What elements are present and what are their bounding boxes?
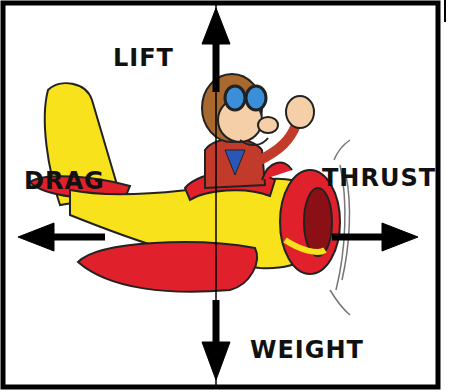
- force-label: THRUST: [322, 166, 436, 190]
- pilot-smile: [240, 138, 268, 145]
- engine-intake: [304, 188, 332, 256]
- force-label: WEIGHT: [250, 338, 364, 362]
- weight-arrow-head: [202, 342, 230, 380]
- force-label: LIFT: [113, 46, 174, 70]
- lift-arrow-head: [202, 8, 230, 44]
- cowling-stripe: [285, 240, 325, 252]
- lower-wing: [78, 242, 257, 291]
- drag-arrow-head: [18, 223, 54, 251]
- pilot-body: [205, 139, 265, 188]
- drag-arrow-shaft: [50, 234, 105, 241]
- frame-border: [3, 3, 438, 387]
- thrust-arrow-shaft: [332, 234, 385, 241]
- pilot-goggle: [225, 86, 245, 110]
- force-arrows: [18, 8, 418, 380]
- weight-arrow-shaft: [213, 300, 220, 345]
- frame-tick: [444, 0, 446, 22]
- axis-line: [215, 5, 217, 387]
- lift-arrow-shaft: [213, 40, 220, 92]
- pilot-goggle: [246, 86, 266, 110]
- force-label: DRAG: [24, 169, 105, 193]
- pilot-arm: [260, 125, 296, 160]
- pilot-hand: [286, 96, 314, 128]
- upper-wing: [262, 163, 292, 180]
- thrust-arrow-head: [382, 223, 418, 251]
- pilot-scarf: [225, 150, 245, 175]
- pilot-nose: [258, 117, 278, 133]
